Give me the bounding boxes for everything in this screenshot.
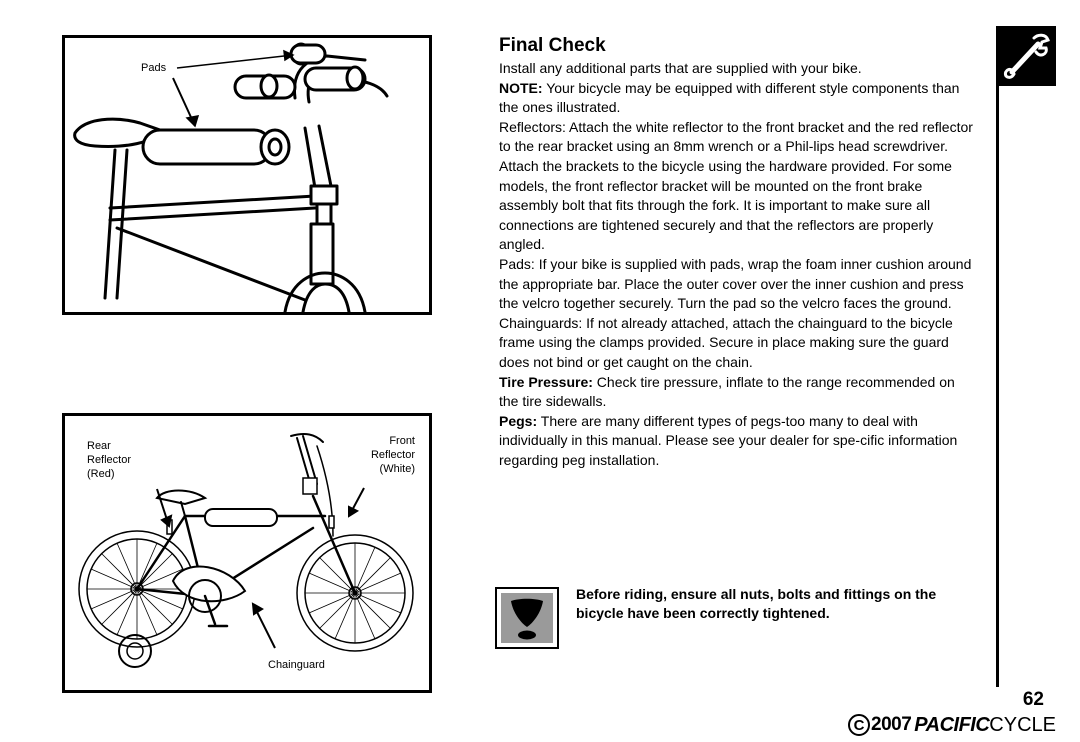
pegs-paragraph: Pegs: There are many different types of …	[499, 412, 974, 471]
reflectors-paragraph: Reflectors: Attach the white reflector t…	[499, 118, 973, 253]
pegs-label: Pegs:	[499, 412, 538, 429]
chainguards-paragraph: Chainguards: If not already attached, at…	[499, 314, 953, 370]
chainguard-label: Chainguard	[268, 659, 325, 671]
tire-pressure-label: Tire Pressure:	[499, 373, 593, 390]
note-label: NOTE:	[499, 79, 543, 96]
copyright-symbol: C	[848, 714, 870, 736]
page-edge-rule	[996, 85, 999, 687]
copyright-year: 2007	[871, 714, 912, 735]
pads-illustration: Pads	[62, 35, 432, 315]
tire-pressure-text: Check tire pressure, inflate to the rang…	[499, 373, 955, 410]
front-reflector-label: Front Reflector (White)	[370, 435, 415, 475]
bike-illustration: Rear Reflector (Red) Front Reflector (Wh…	[62, 413, 432, 693]
rear-reflector-label: Rear Reflector (Red)	[87, 440, 132, 480]
brand-name-light: CYCLE	[989, 713, 1056, 736]
tools-tab	[996, 26, 1056, 86]
bicycle-drawing	[78, 433, 414, 668]
tire-pressure-paragraph: Tire Pressure: Check tire pressure, infl…	[499, 373, 974, 412]
pads-label: Pads	[141, 62, 167, 74]
pegs-text: There are many different types of pegs-t…	[499, 412, 958, 468]
copyright-brand: C 2007 PACIFIC CYCLE	[848, 712, 1056, 738]
final-check-section: Final Check Install any additional parts…	[499, 35, 974, 470]
pads-paragraph: Pads: If your bike is supplied with pads…	[499, 255, 972, 312]
warning-exclamation-icon	[511, 598, 543, 640]
section-title: Final Check	[499, 35, 606, 56]
brand-name-bold: PACIFIC	[914, 713, 990, 736]
note-text: Your bicycle may be equipped with differ…	[499, 79, 960, 116]
note-paragraph: NOTE: Your bicycle may be equipped with …	[499, 79, 974, 118]
wrench-icon	[1004, 33, 1050, 79]
warning-message: Before riding, ensure all nuts, bolts an…	[576, 586, 937, 621]
warning-icon-frame	[495, 587, 559, 649]
handlebar-pads-drawing	[73, 42, 389, 312]
page-number: 62	[1022, 689, 1044, 710]
intro-paragraph: Install any additional parts that are su…	[499, 60, 862, 76]
